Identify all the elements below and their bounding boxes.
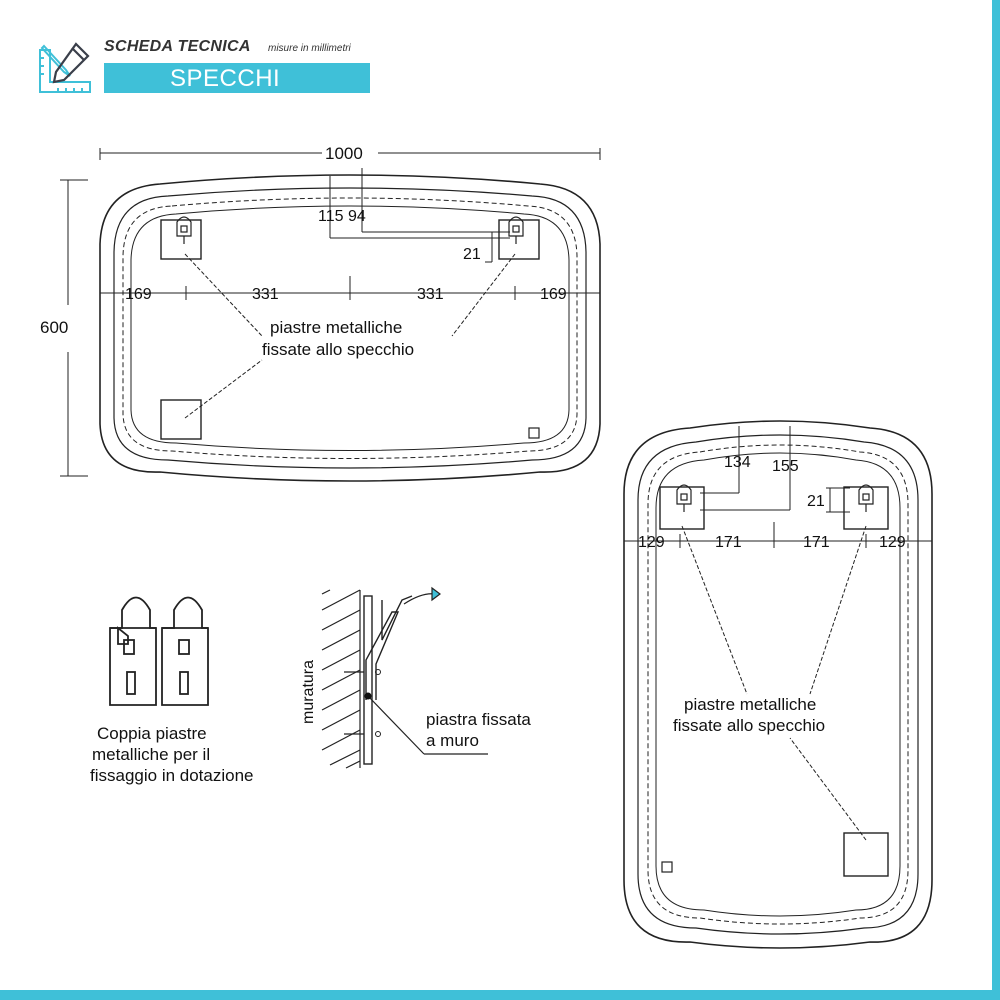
v-dim-top-distance-b: 155 [772,458,799,475]
plates-label-line2: fissate allo specchio [262,340,414,359]
category-label: SPECCHI [170,65,281,92]
wall-plate-label-line1: piastra fissata [426,710,531,729]
v-touch-switch [661,861,673,873]
units-note: misure in millimetri [268,43,351,54]
metal-plate-2 [161,596,209,706]
mirror-outline [99,174,601,482]
plates-caption-line2: metalliche per il [92,745,210,764]
wall-plate-label-line2: a muro [426,731,479,750]
v-metal-plate-bottom-right [843,832,889,877]
v-dim-top-distance-a: 134 [724,454,751,471]
dim-plate-height: 21 [463,246,481,263]
dim-top-distance-b: 94 [348,208,366,225]
dim-h-1: 169 [125,286,152,303]
v-dim-h-1: 129 [638,534,665,551]
plates-caption-line3: fissaggio in dotazione [90,766,254,785]
dim-h-3: 331 [417,286,444,303]
mirror-inner-outline [113,187,587,469]
dim-h-2: 331 [252,286,279,303]
led-strip-outline [122,197,578,459]
touch-switch [528,427,540,439]
ruler-pencil-icon [39,42,91,93]
v-dim-h-3: 171 [803,534,830,551]
v-plates-label-line2: fissate allo specchio [673,716,825,735]
dim-top-distance-a: 115 [318,208,344,225]
v-dim-h-2: 171 [715,534,742,551]
metal-plate-1 [109,596,157,706]
category-banner: SPECCHI [104,63,370,93]
sheet-title: SCHEDA TECNICA [104,38,251,55]
dim-total-height: 600 [40,318,68,337]
v-dim-plate-height: 21 [807,493,825,510]
right-accent-border [992,0,1000,1000]
v-dim-h-4: 129 [879,534,906,551]
dim-h-4: 169 [540,286,567,303]
wall-label: muratura [300,660,317,724]
dim-total-width: 1000 [325,144,363,163]
bottom-accent-border [0,990,1000,1000]
plates-label-line1: piastre metalliche [270,318,402,337]
v-plates-label-line1: piastre metalliche [684,695,816,714]
metal-plate-bottom-left [160,399,202,440]
plates-caption-line1: Coppia piastre [97,724,207,743]
